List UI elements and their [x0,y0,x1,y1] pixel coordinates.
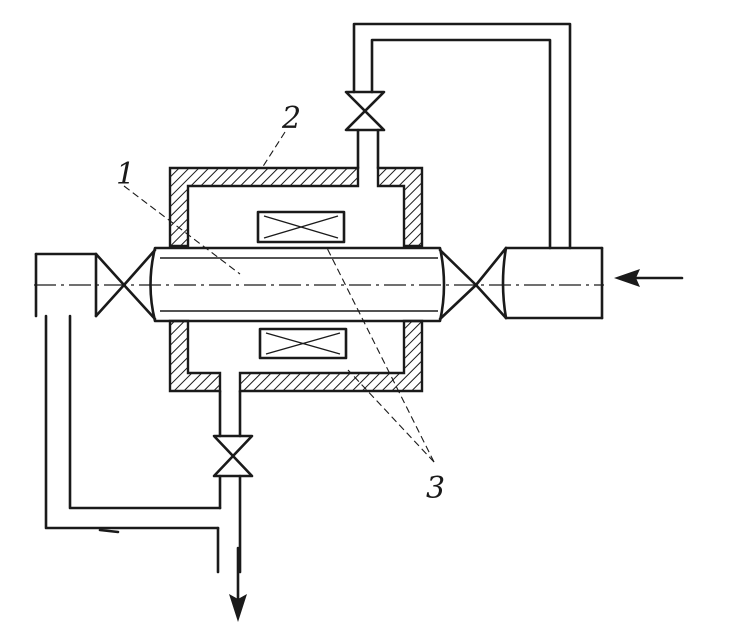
leader-coil-lower [347,369,435,463]
right-chamber [474,246,604,320]
label-tube: 1 [116,157,135,192]
label-housing: 2 [281,101,301,136]
right-cone [438,248,478,321]
inlet-arrow [614,269,684,287]
lower-outlet-pipe [218,389,242,438]
housing-bottom-wall [168,319,222,393]
outlet-arrow [229,546,247,622]
housing [168,166,424,393]
leader-tube [123,185,241,275]
coil-upper [256,210,346,244]
central-tube [149,246,446,323]
housing-bottom-wall-right [238,319,424,393]
lower-return-pipe [44,314,242,574]
housing-top-wall [168,166,360,248]
leader-coil-upper [325,245,435,463]
left-cone [122,248,157,321]
upper-return-pipe [352,22,572,250]
lower-valve [212,434,254,478]
leader-housing [261,131,286,169]
housing-top-wall-right [376,166,424,248]
upper-valve [344,90,386,170]
label-coils: 3 [426,471,445,506]
coil-lower [258,327,348,360]
